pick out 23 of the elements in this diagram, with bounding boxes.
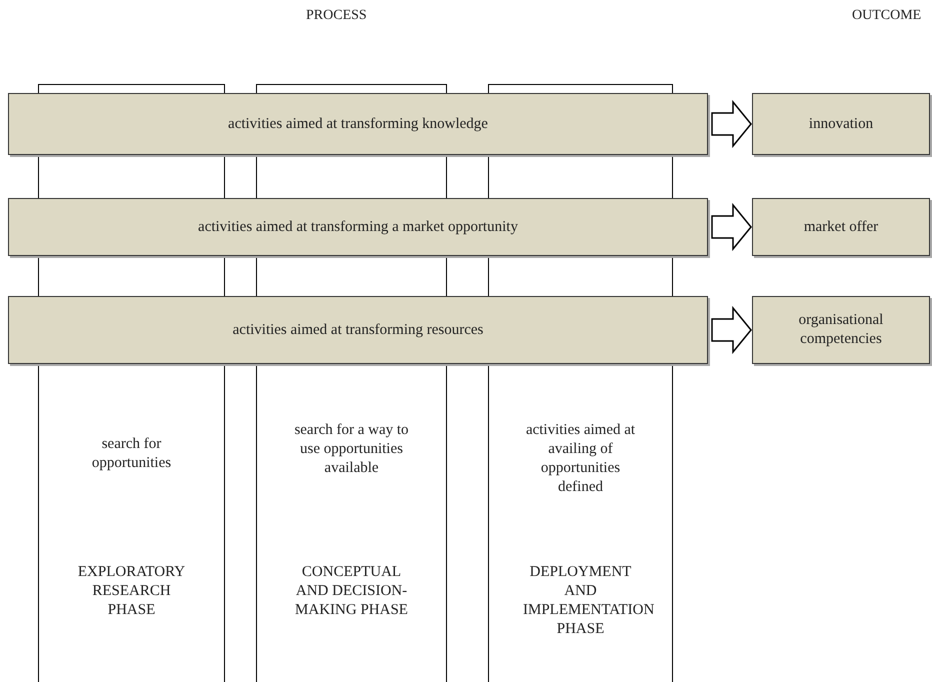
activity-band	[8, 296, 708, 364]
outcome-label: innovation	[808, 114, 874, 134]
outcome-box	[752, 198, 930, 256]
band-label: activities aimed at transforming knowledge	[228, 114, 488, 134]
outcome-label: organisational competencies	[798, 311, 884, 349]
band-label: activities aimed at transforming resources	[232, 320, 484, 340]
activity-band	[8, 93, 708, 155]
activity-band	[8, 198, 708, 256]
block-arrow	[711, 100, 752, 148]
outcome-box	[752, 93, 930, 155]
phase-description: activities aimed at availing of opportunities defined	[524, 421, 636, 497]
block-arrow	[711, 202, 752, 252]
block-arrow	[711, 306, 752, 354]
phase-name: EXPLORATORY RESEARCH PHASE	[76, 563, 186, 620]
band-label: activities aimed at transforming a market opportunity	[198, 218, 518, 236]
phase-name: DEPLOYMENT AND IMPLEMENTATION PHASE	[522, 563, 656, 639]
outcome-box	[752, 296, 930, 364]
phase-name: CONCEPTUAL AND DECISION-MAKING PHASE	[294, 563, 409, 620]
phase-description: search for a way to use opportunities available	[293, 421, 410, 478]
column-heading: OUTCOME	[852, 8, 922, 24]
column-heading: PROCESS	[306, 8, 367, 24]
outcome-label: market offer	[802, 218, 880, 236]
phase-description: search for opportunities	[90, 435, 172, 473]
